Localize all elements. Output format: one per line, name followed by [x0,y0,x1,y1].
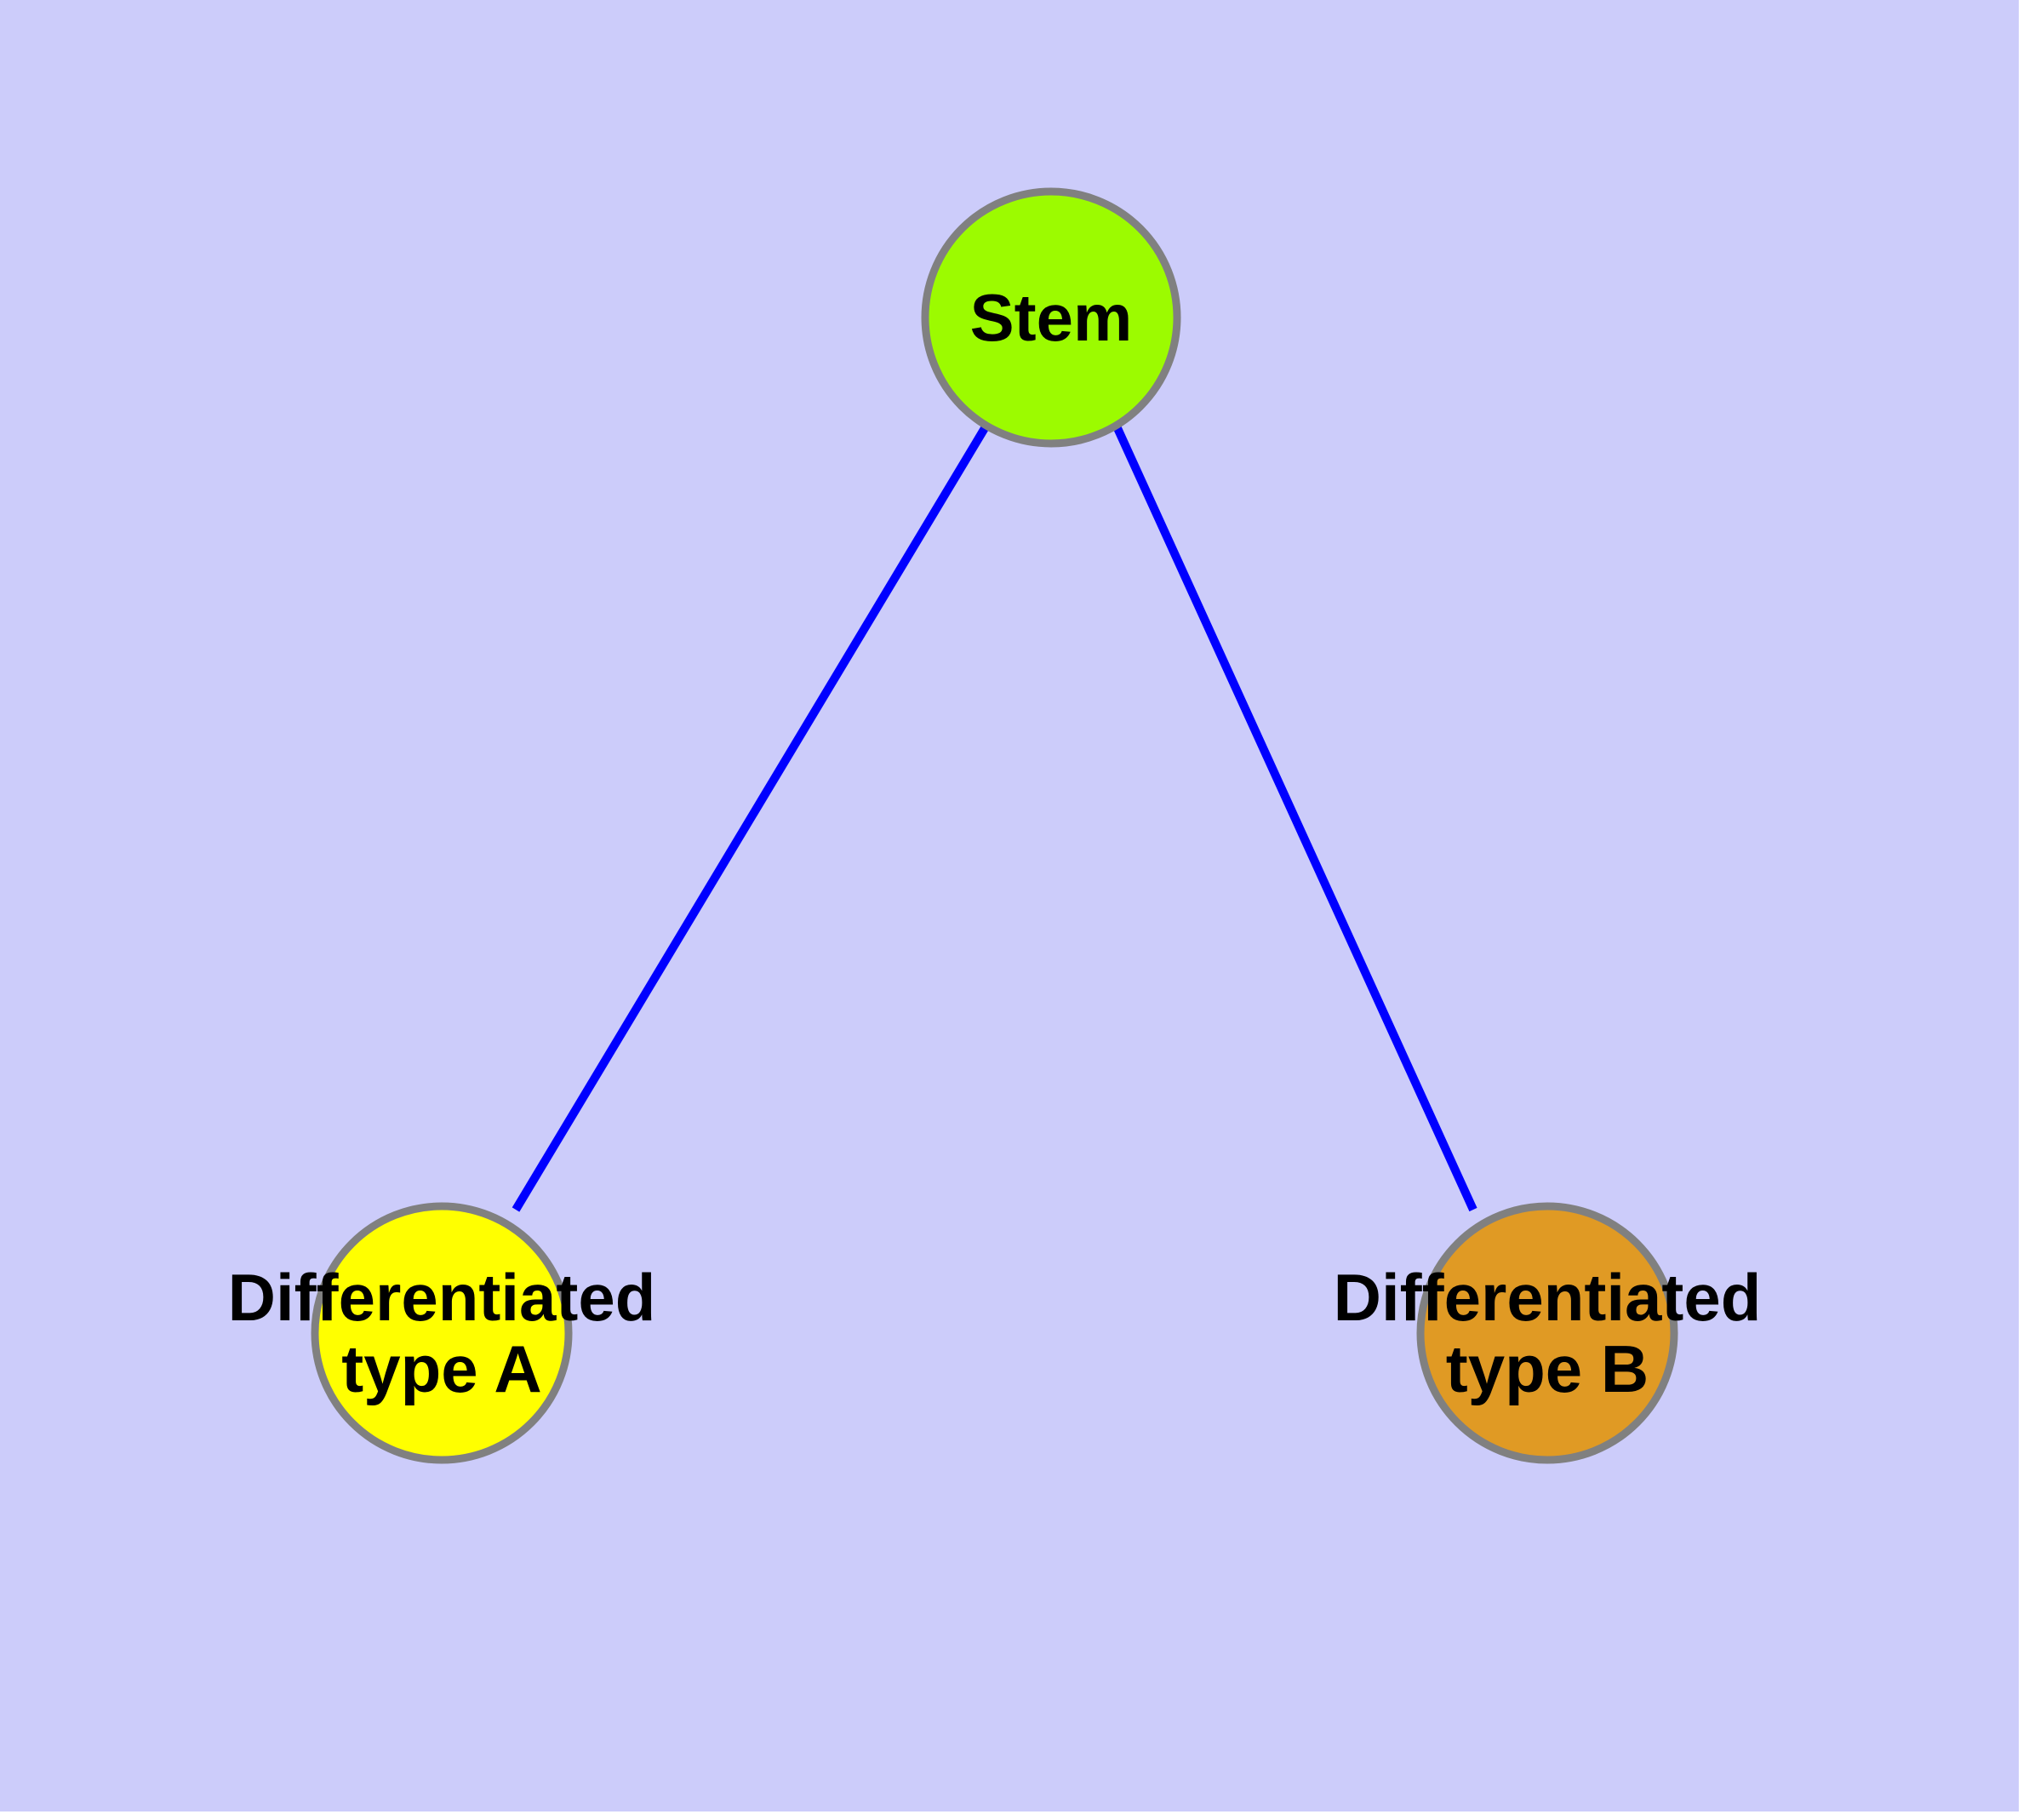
edge-stem-to-differentiated-type-a[interactable] [512,426,989,1212]
node-stem[interactable] [921,187,1181,448]
edges-group [512,426,1477,1212]
node-differentiated-type-b[interactable] [1416,1202,1678,1464]
edge-stem-to-differentiated-type-b[interactable] [1113,426,1477,1212]
nodes-group [311,187,1678,1464]
node-differentiated-type-a[interactable] [311,1202,573,1464]
